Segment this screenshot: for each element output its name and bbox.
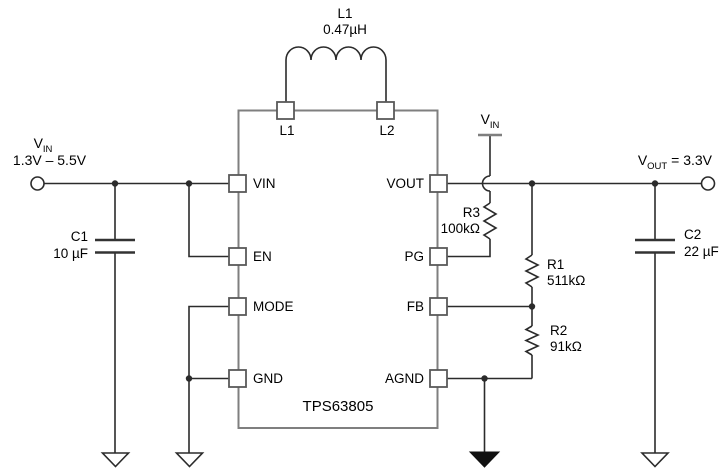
c1-ref: C1 [70, 229, 88, 244]
r2-value: 91kΩ [550, 339, 582, 354]
r3-ref: R3 [462, 205, 480, 220]
c2-capacitor-symbol [635, 238, 675, 254]
input-range-label: 1.3V – 5.5V [12, 152, 87, 168]
r2-ref: R2 [550, 323, 568, 338]
input-net-name: V [33, 135, 43, 151]
output-net-label: VOUT = 3.3V [602, 152, 712, 172]
c1-ground-icon [100, 452, 131, 468]
pin-label-l2: L2 [379, 123, 395, 138]
mode-wire [188, 305, 229, 380]
pin-square-en [228, 247, 247, 266]
gnd-ground-icon [174, 452, 205, 468]
pin-label-agnd: AGND [384, 371, 424, 386]
vin-rail-label: VIN [468, 111, 512, 131]
pin-label-vout: VOUT [386, 176, 424, 191]
ic-pin-squares [228, 101, 448, 388]
c2-ground-icon [640, 452, 670, 468]
junction-dot [185, 180, 193, 187]
l1-ref: L1 [337, 6, 353, 21]
wires [44, 136, 702, 453]
wire-crossover-hop-icon [481, 175, 491, 192]
ic-body-outline [237, 109, 439, 429]
c2-label: C2 22 µF [684, 226, 719, 260]
output-net-value: = 3.3V [667, 152, 712, 168]
pin-square-vin [228, 174, 247, 193]
pin-square-pg [429, 247, 448, 266]
pin-square-mode [228, 297, 247, 316]
en-wire [188, 183, 229, 258]
r1-value: 511kΩ [547, 273, 586, 288]
l1-value: 0.47µH [323, 22, 367, 37]
pin-label-l1: L1 [279, 123, 295, 138]
junction-dot [528, 180, 536, 187]
pin-square-gnd [228, 369, 247, 388]
pin-label-pg: PG [404, 249, 424, 264]
ic-name-label: TPS63805 [302, 398, 374, 415]
junction-dot [111, 180, 119, 187]
junction-dot [481, 375, 488, 382]
output-terminal-icon [700, 176, 716, 191]
r3-bottom-wire [447, 239, 491, 258]
r3-value: 100kΩ [440, 221, 480, 236]
output-net-sub: OUT [647, 160, 668, 172]
pin-square-l2 [376, 101, 395, 120]
pin-square-agnd [429, 369, 448, 388]
pin-label-mode: MODE [253, 299, 294, 314]
inductor-coil-symbol [285, 46, 387, 102]
junction-dot [651, 180, 659, 187]
r3-resistor-symbol [482, 202, 498, 240]
r2-resistor-symbol [524, 325, 540, 356]
junction-dots [111, 180, 659, 382]
c2-value: 22 µF [684, 244, 719, 259]
input-net-sub: IN [42, 143, 53, 155]
r1-ref: R1 [547, 257, 565, 272]
junction-dot [185, 375, 193, 382]
output-net-name: V [637, 152, 648, 168]
pin-square-vout [429, 174, 448, 193]
pin-label-en: EN [253, 249, 272, 264]
c1-capacitor-symbol [95, 238, 135, 254]
vin-rail-name: V [480, 111, 490, 127]
pin-label-fb: FB [406, 299, 424, 314]
pin-square-fb [429, 297, 448, 316]
capacitor-symbols [95, 238, 675, 254]
pin-label-gnd: GND [253, 371, 283, 386]
input-net-label: VIN [8, 135, 78, 155]
agnd-solid-ground-icon [468, 451, 501, 468]
pin-square-l1 [276, 101, 295, 120]
pin-label-vin: VIN [253, 176, 276, 191]
c2-ref: C2 [684, 227, 702, 242]
c1-label: C1 10 µF [18, 228, 88, 262]
input-terminal-icon [30, 176, 45, 191]
c1-value: 10 µF [53, 246, 88, 261]
vin-rail-sub: IN [489, 119, 500, 131]
junction-dot [528, 303, 536, 310]
r1-resistor-symbol [524, 254, 540, 288]
